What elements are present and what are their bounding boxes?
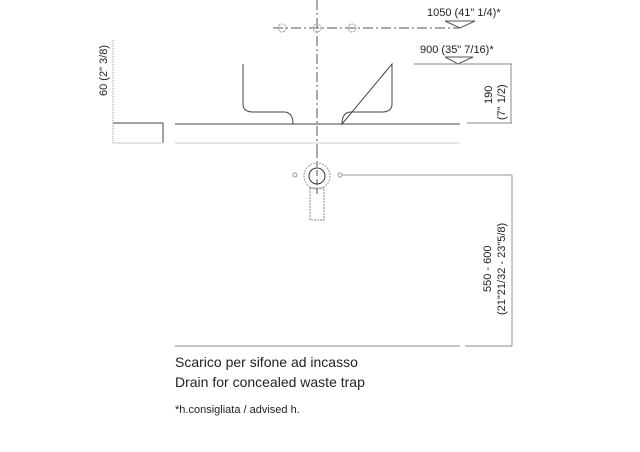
dim-550-600-inch-label: (21"21/32 - 23"5/8) (496, 223, 508, 315)
caption-italian: Scarico per sifone ad incasso (175, 354, 358, 370)
dim-190-inch-label: (7" 1/2) (496, 84, 508, 120)
level-marker-900 (444, 56, 474, 65)
waste-trap-pipe (309, 187, 325, 221)
tap-hole-right (347, 23, 357, 33)
dim-1050-label: 1050 (41" 1/4)* (427, 7, 501, 19)
tap-hole-left (277, 23, 287, 33)
basin-outline (242, 62, 393, 126)
footnote: *h.consigliata / advised h. (175, 404, 300, 416)
caption-english: Drain for concealed waste trap (175, 374, 365, 390)
counter-section (113, 122, 164, 143)
dim-550-600-label: 550 - 600 (482, 246, 494, 292)
tap-hole-center (312, 23, 322, 33)
drain-flange (303, 162, 331, 190)
fixing-hole-left (292, 172, 298, 178)
drain-outlet (308, 167, 326, 185)
dim-900-label: 900 (35" 7/16)* (420, 44, 494, 56)
fixing-hole-right (337, 172, 343, 178)
level-marker-1050 (444, 20, 476, 29)
dim-190-label: 190 (483, 86, 495, 104)
dim-60-label: 60 (2" 3/8) (98, 45, 110, 96)
